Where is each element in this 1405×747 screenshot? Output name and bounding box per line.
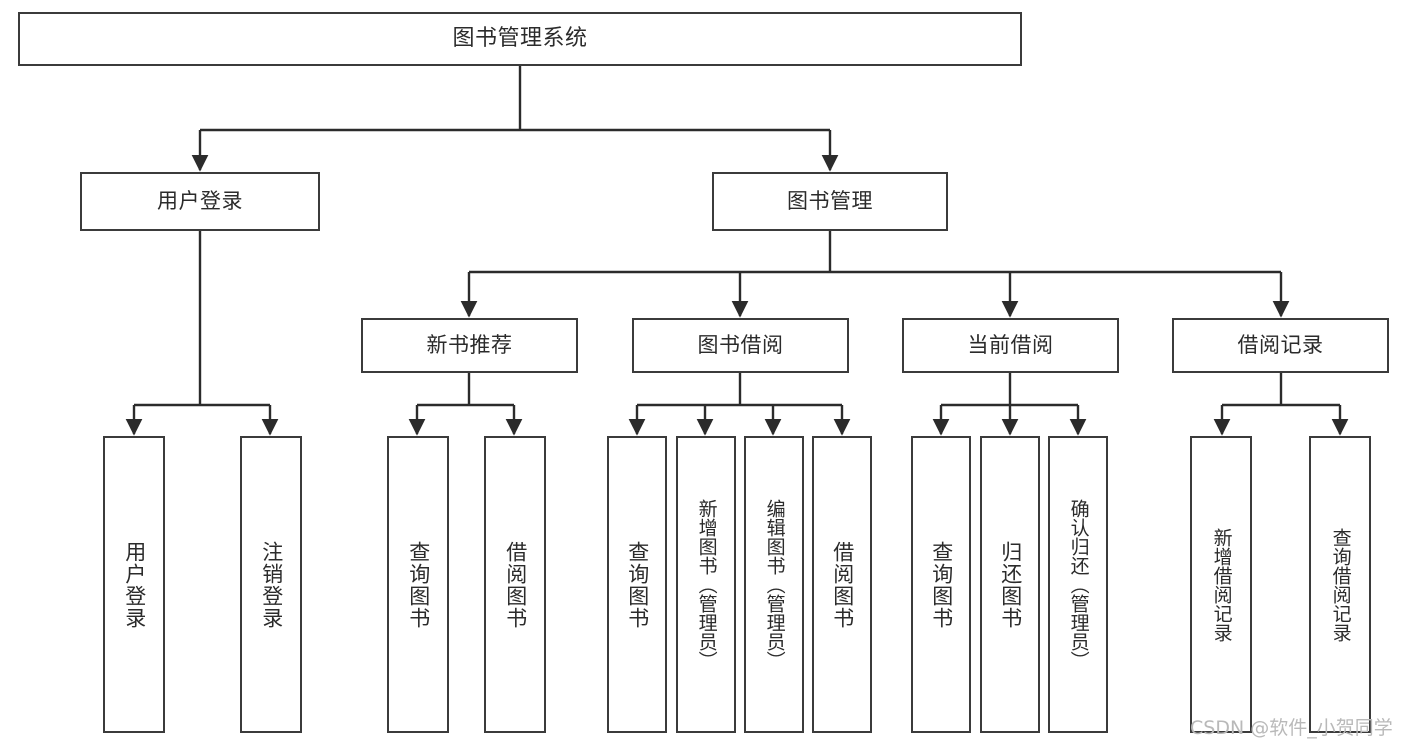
node-leaf-query-book-1-label: 查询图书 — [406, 540, 431, 629]
node-leaf-logout-label: 注销登录 — [259, 540, 284, 629]
node-book-borrow-label: 图书借阅 — [697, 333, 784, 358]
node-root[interactable]: 图书管理系统 — [18, 12, 1022, 66]
node-leaf-logout[interactable]: 注销登录 — [240, 436, 302, 733]
node-current-borrow[interactable]: 当前借阅 — [902, 318, 1119, 373]
node-leaf-query-record[interactable]: 查询借阅记录 — [1309, 436, 1371, 733]
node-current-borrow-label: 当前借阅 — [967, 333, 1054, 358]
node-leaf-borrow-book-1[interactable]: 借阅图书 — [484, 436, 546, 733]
node-leaf-return-book-label: 归还图书 — [998, 540, 1023, 629]
node-book-manage-label: 图书管理 — [787, 189, 873, 214]
node-leaf-query-record-label: 查询借阅记录 — [1329, 527, 1352, 642]
node-leaf-edit-book-label: 编辑图书（管理员） — [763, 499, 786, 670]
node-leaf-add-book-label: 新增图书（管理员） — [695, 499, 718, 670]
node-leaf-confirm-return-label: 确认归还（管理员） — [1067, 499, 1090, 670]
node-leaf-user-login[interactable]: 用户登录 — [103, 436, 165, 733]
node-leaf-borrow-book-1-label: 借阅图书 — [503, 540, 528, 629]
node-leaf-add-record[interactable]: 新增借阅记录 — [1190, 436, 1252, 733]
node-user-login-label: 用户登录 — [157, 189, 243, 214]
node-leaf-confirm-return[interactable]: 确认归还（管理员） — [1048, 436, 1108, 733]
node-book-manage[interactable]: 图书管理 — [712, 172, 948, 231]
watermark-text: CSDN @软件_小贺同学 — [1190, 717, 1393, 739]
node-leaf-query-book-2-label: 查询图书 — [625, 540, 650, 629]
node-borrow-record-label: 借阅记录 — [1237, 333, 1324, 358]
node-book-borrow[interactable]: 图书借阅 — [632, 318, 849, 373]
node-leaf-query-book-2[interactable]: 查询图书 — [607, 436, 667, 733]
node-leaf-borrow-book-2-label: 借阅图书 — [830, 540, 855, 629]
node-leaf-return-book[interactable]: 归还图书 — [980, 436, 1040, 733]
node-leaf-edit-book[interactable]: 编辑图书（管理员） — [744, 436, 804, 733]
node-new-book-rec-label: 新书推荐 — [426, 333, 513, 358]
node-new-book-rec[interactable]: 新书推荐 — [361, 318, 578, 373]
node-root-label: 图书管理系统 — [452, 26, 588, 52]
node-leaf-user-login-label: 用户登录 — [122, 540, 147, 629]
node-user-login[interactable]: 用户登录 — [80, 172, 320, 231]
node-leaf-add-book[interactable]: 新增图书（管理员） — [676, 436, 736, 733]
node-leaf-add-record-label: 新增借阅记录 — [1210, 527, 1233, 642]
node-leaf-query-book-3-label: 查询图书 — [929, 540, 954, 629]
node-borrow-record[interactable]: 借阅记录 — [1172, 318, 1389, 373]
node-leaf-query-book-1[interactable]: 查询图书 — [387, 436, 449, 733]
node-leaf-borrow-book-2[interactable]: 借阅图书 — [812, 436, 872, 733]
node-leaf-query-book-3[interactable]: 查询图书 — [911, 436, 971, 733]
